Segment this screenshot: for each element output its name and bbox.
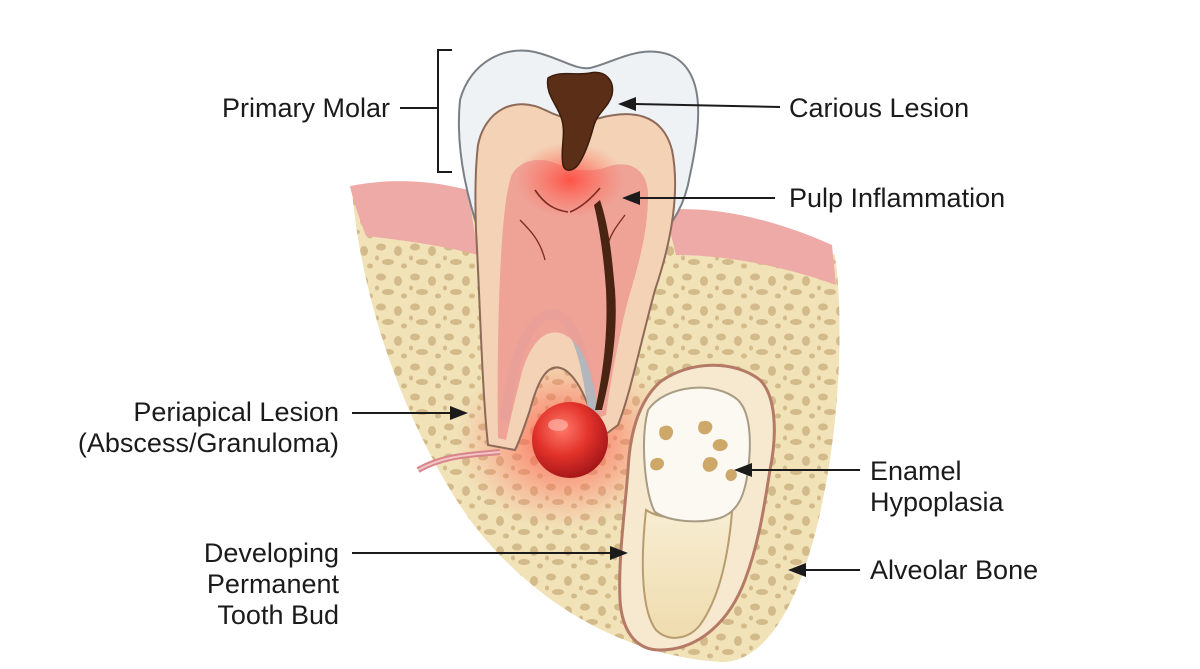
infection-tract <box>594 200 616 410</box>
label-alveolar-bone: Alveolar Bone <box>870 555 1039 585</box>
carious-lesion <box>546 71 614 171</box>
periapical-abscess <box>532 402 608 478</box>
leader-arrows <box>352 97 860 577</box>
label-carious-lesion: Carious Lesion <box>789 93 970 123</box>
label-pulp-inflammation: Pulp Inflammation <box>789 183 1006 213</box>
label-developing-tooth-bud: Developing Permanent Tooth Bud <box>203 538 339 630</box>
hypoplasia-spots <box>650 420 737 482</box>
label-periapical-lesion: Periapical Lesion (Abscess/Granuloma) <box>77 397 339 458</box>
label-enamel-hypoplasia: Enamel Hypoplasia <box>870 456 1004 517</box>
gingiva <box>350 181 478 255</box>
primary-molar-bracket <box>400 49 452 173</box>
tooth-bud-crown <box>643 386 751 523</box>
label-primary-molar: Primary Molar <box>221 93 390 123</box>
